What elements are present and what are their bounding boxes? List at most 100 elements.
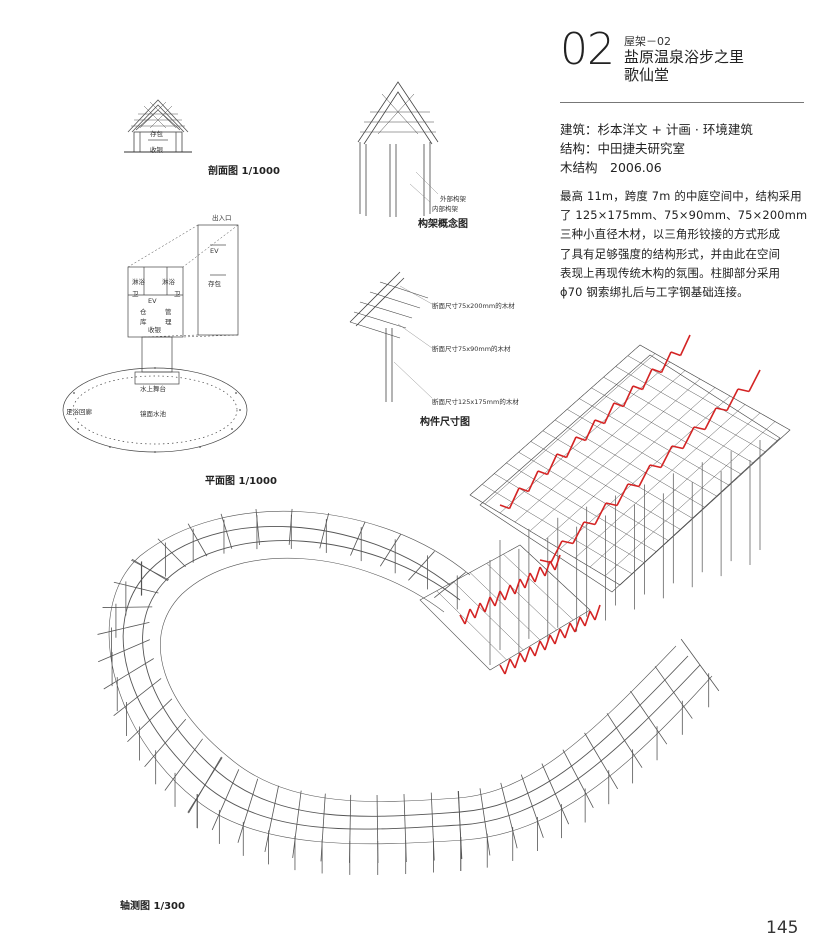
red-brace [589, 610, 596, 621]
red-brace [679, 334, 691, 356]
wing-beam [419, 599, 491, 671]
description-line: 最高 11m，跨度 7m 的中庭空间中，结构采用 [560, 189, 802, 203]
plan-label-corridor: 足浴回廊 [66, 408, 92, 416]
red-brace [575, 436, 586, 442]
section-caption: 剖面图 1/1000 [208, 166, 280, 177]
red-brace [622, 385, 634, 407]
red-brace [649, 464, 662, 469]
red-brace [546, 453, 558, 475]
page-title-line2: 歌仙堂 [624, 66, 670, 84]
wing-beam [453, 581, 524, 651]
corridor-rafter [157, 538, 186, 568]
red-brace [565, 436, 577, 458]
section-label-cashier: 收银 [150, 146, 163, 154]
description-line: 表现上再现传统木构的氛围。柱脚部分采用 [560, 265, 781, 280]
red-brace [554, 554, 561, 571]
description-line: 了具有足够强度的结构形式，并由此在空间 [560, 246, 781, 261]
red-brace [584, 419, 596, 441]
red-brace [484, 596, 491, 613]
plan-label-shower-left: 淋浴 [132, 278, 145, 286]
frame-concept-drawing [357, 81, 439, 217]
page-number: 145 [766, 918, 799, 938]
red-brace [594, 502, 607, 525]
red-brace [579, 616, 586, 627]
red-brace [508, 487, 520, 509]
credit-architect: 建筑：杉本洋文 + 计画 · 环境建筑 [560, 122, 753, 137]
red-brace [693, 426, 706, 431]
corridor-rafter [264, 785, 279, 853]
red-brace [527, 470, 539, 492]
plan-label-toilet-left: 卫 [132, 290, 139, 298]
corridor-rafter [237, 778, 259, 843]
red-brace [499, 504, 510, 510]
plan-label-entrance: 出入口 [212, 214, 232, 222]
red-brace [638, 464, 651, 487]
corridor-rafter [211, 769, 240, 831]
roof-purlin [484, 353, 656, 505]
red-brace [518, 487, 529, 493]
roof-purlin [514, 370, 686, 523]
description-line: 了 125×175mm、75×90mm、75×200mm [560, 208, 808, 223]
description-line: ϕ70 钢索绑扎后与工字钢基础连接。 [560, 285, 749, 300]
plan-label-ev: EV [210, 247, 219, 255]
red-brace [613, 402, 624, 408]
corridor-rafter [408, 551, 435, 581]
plan-label-manage-1: 管 [165, 308, 172, 316]
red-brace [616, 483, 629, 506]
corridor-rafter [103, 658, 154, 690]
corridor-rafter [630, 690, 668, 745]
plan-label-shower-right: 淋浴 [162, 278, 175, 286]
frame-label-inner: 内部构架 [432, 205, 458, 213]
red-brace [554, 628, 561, 645]
corridor-rafter [220, 513, 233, 549]
red-brace [603, 402, 615, 424]
corridor-rafter [654, 666, 693, 719]
red-brace [748, 369, 761, 392]
plan-caption: 平面图 1/1000 [205, 476, 277, 487]
red-brace [605, 502, 618, 507]
corridor-rafter [562, 749, 594, 809]
member-size-caption: 构件尺寸图 [420, 417, 470, 428]
roof-purlin [499, 361, 671, 514]
red-brace [726, 388, 739, 411]
red-brace [704, 407, 717, 430]
red-brace [737, 388, 750, 393]
plan-drawing [62, 224, 248, 453]
red-brace [544, 634, 551, 651]
plan-label-storage: 存包 [208, 280, 221, 288]
corridor-rafter [350, 521, 366, 556]
red-brace [594, 419, 605, 425]
red-brace [660, 445, 673, 468]
red-brace [534, 640, 541, 657]
red-brace [514, 578, 521, 595]
red-brace [627, 483, 640, 488]
plan-label-warehouse-1: 仓 [140, 308, 147, 316]
member-label-75x200: 断面尺寸75x200mm的木材 [432, 302, 515, 310]
wing-beam [469, 572, 541, 641]
red-brace [539, 640, 546, 651]
corridor-rafter [292, 790, 302, 858]
red-brace [479, 602, 486, 613]
page-title-line1: 盐原温泉浴步之里 [624, 48, 745, 66]
red-brace [459, 614, 466, 625]
red-brace [583, 521, 596, 526]
red-brace [632, 385, 643, 391]
red-brace [504, 584, 511, 601]
plan-label-toilet-right: 卫 [174, 290, 181, 298]
roof-purlin [619, 429, 791, 586]
corridor-rafter [541, 763, 570, 825]
description: 最高 11m，跨度 7m 的中庭空间中，结构采用 了 125×175mm、75×… [560, 187, 810, 302]
red-brace [670, 351, 681, 357]
corridor-rafter [320, 793, 326, 862]
red-brace [464, 608, 471, 625]
red-brace [594, 604, 601, 621]
corridor-rafter [97, 621, 150, 635]
corridor-rafter [379, 534, 402, 567]
roof-purlin [544, 387, 716, 541]
red-brace [519, 578, 526, 589]
corridor-rafter [479, 788, 491, 856]
corridor-rafter [144, 718, 187, 768]
roof-purlin [574, 404, 746, 559]
red-brace [651, 368, 662, 374]
corridor-rafter [113, 581, 159, 594]
